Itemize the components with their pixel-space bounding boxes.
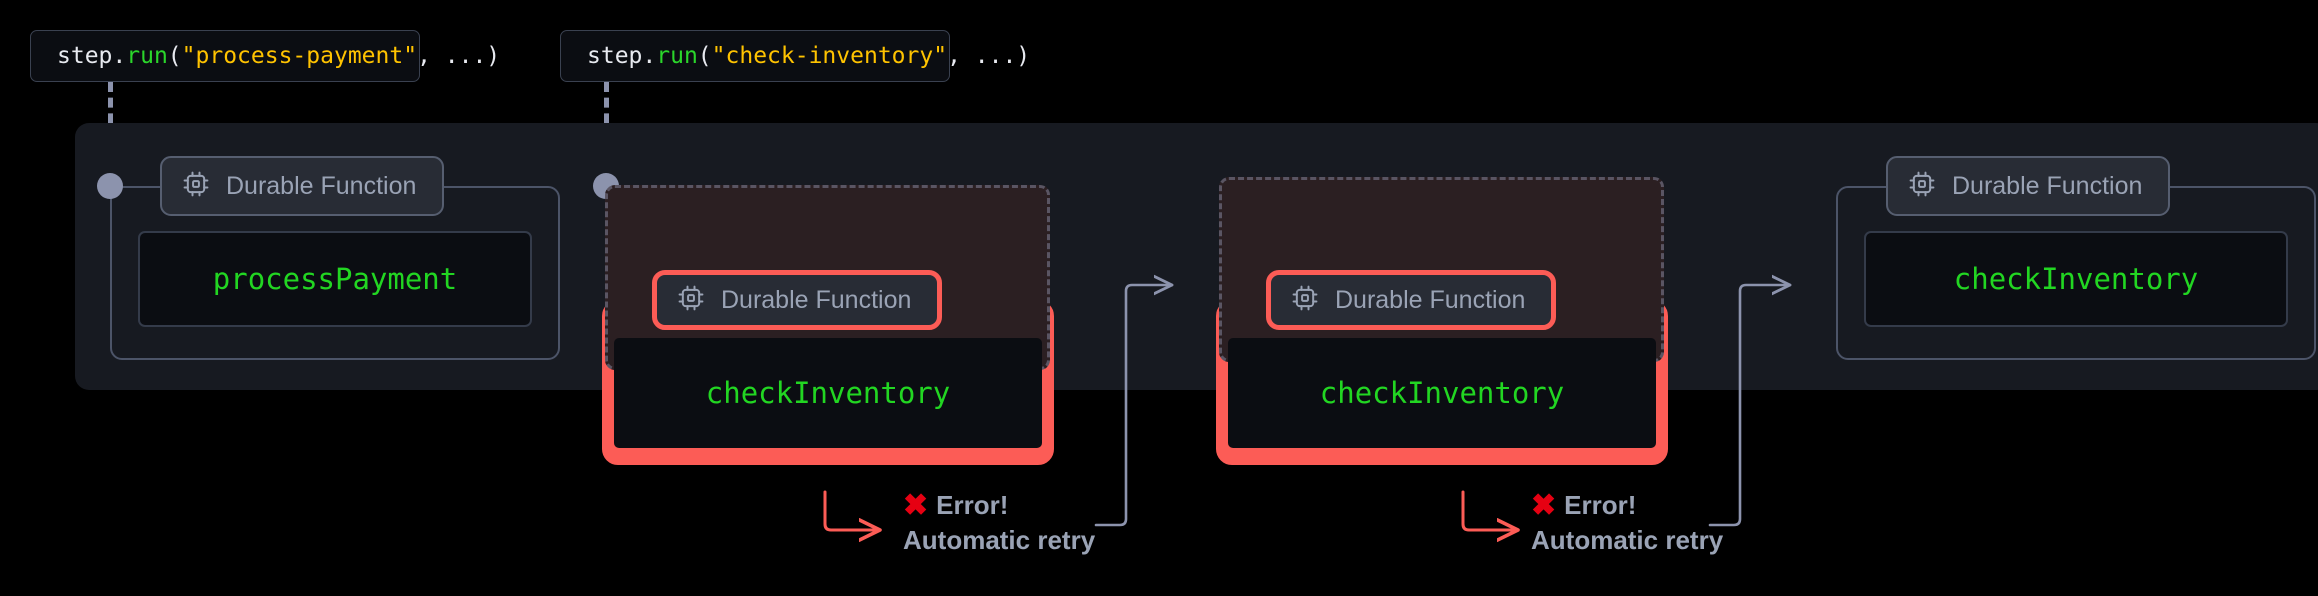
code-label-check-inventory: step.run("check-inventory", ...) xyxy=(560,30,1030,82)
function-name: processPayment xyxy=(212,262,458,296)
code-token: run xyxy=(126,43,168,69)
code-label-process-payment: step.run("process-payment", ...) xyxy=(30,30,500,82)
code-token: "process-payment" xyxy=(181,43,418,69)
function-name-box: checkInventory xyxy=(1864,231,2288,327)
function-name-box: processPayment xyxy=(138,231,532,327)
code-token: ( xyxy=(697,43,712,69)
code-token: , ...) xyxy=(947,43,1031,69)
code-token: "check-inventory" xyxy=(711,43,948,69)
x-mark-icon: ✖ xyxy=(903,488,929,522)
anchor-dot-process-payment xyxy=(97,173,123,199)
durable-function-badge: Durable Function xyxy=(1266,270,1557,330)
cpu-chip-icon xyxy=(182,170,210,203)
durable-function-badge: Durable Function xyxy=(160,156,445,216)
function-name-box: checkInventory xyxy=(1228,338,1656,448)
error-title-row: ✖ Error! xyxy=(903,490,1095,521)
cpu-chip-icon xyxy=(677,284,705,317)
error-title: Error! xyxy=(1564,490,1637,520)
error-annotation-1: ✖ Error! Automatic retry xyxy=(903,490,1095,556)
durable-function-block-process-payment[interactable]: Durable Function processPayment xyxy=(110,156,560,360)
code-token: step. xyxy=(587,43,657,69)
error-annotation-2: ✖ Error! Automatic retry xyxy=(1531,490,1723,556)
durable-function-badge: Durable Function xyxy=(652,270,943,330)
function-name-box: checkInventory xyxy=(614,338,1042,448)
function-name: checkInventory xyxy=(1953,262,2199,296)
error-arrow-2 xyxy=(1461,490,1518,530)
code-token: step. xyxy=(57,43,127,69)
code-token: ( xyxy=(167,43,182,69)
durable-function-badge-label: Durable Function xyxy=(721,285,912,314)
error-subtitle: Automatic retry xyxy=(903,525,1096,555)
error-title: Error! xyxy=(936,490,1009,520)
error-subtitle: Automatic retry xyxy=(1531,525,1724,555)
durable-function-badge-label: Durable Function xyxy=(1335,285,1526,314)
cpu-chip-icon xyxy=(1908,170,1936,203)
durable-function-badge: Durable Function xyxy=(1886,156,2171,216)
durable-function-block-check-inventory-attempt-2[interactable]: Durable Function checkInventory xyxy=(1216,270,1668,465)
error-title-row: ✖ Error! xyxy=(1531,490,1723,521)
error-arrow-1 xyxy=(823,490,880,530)
x-mark-icon: ✖ xyxy=(1531,488,1557,522)
function-name: checkInventory xyxy=(1319,376,1565,410)
durable-function-block-check-inventory-success[interactable]: Durable Function checkInventory xyxy=(1836,156,2316,360)
ghost-region-attempt-2 xyxy=(1219,177,1664,362)
code-token: run xyxy=(656,43,698,69)
durable-function-badge-label: Durable Function xyxy=(1952,171,2143,200)
cpu-chip-icon xyxy=(1291,284,1319,317)
code-token: , ...) xyxy=(417,43,501,69)
durable-function-badge-label: Durable Function xyxy=(226,171,417,200)
function-name: checkInventory xyxy=(705,376,951,410)
